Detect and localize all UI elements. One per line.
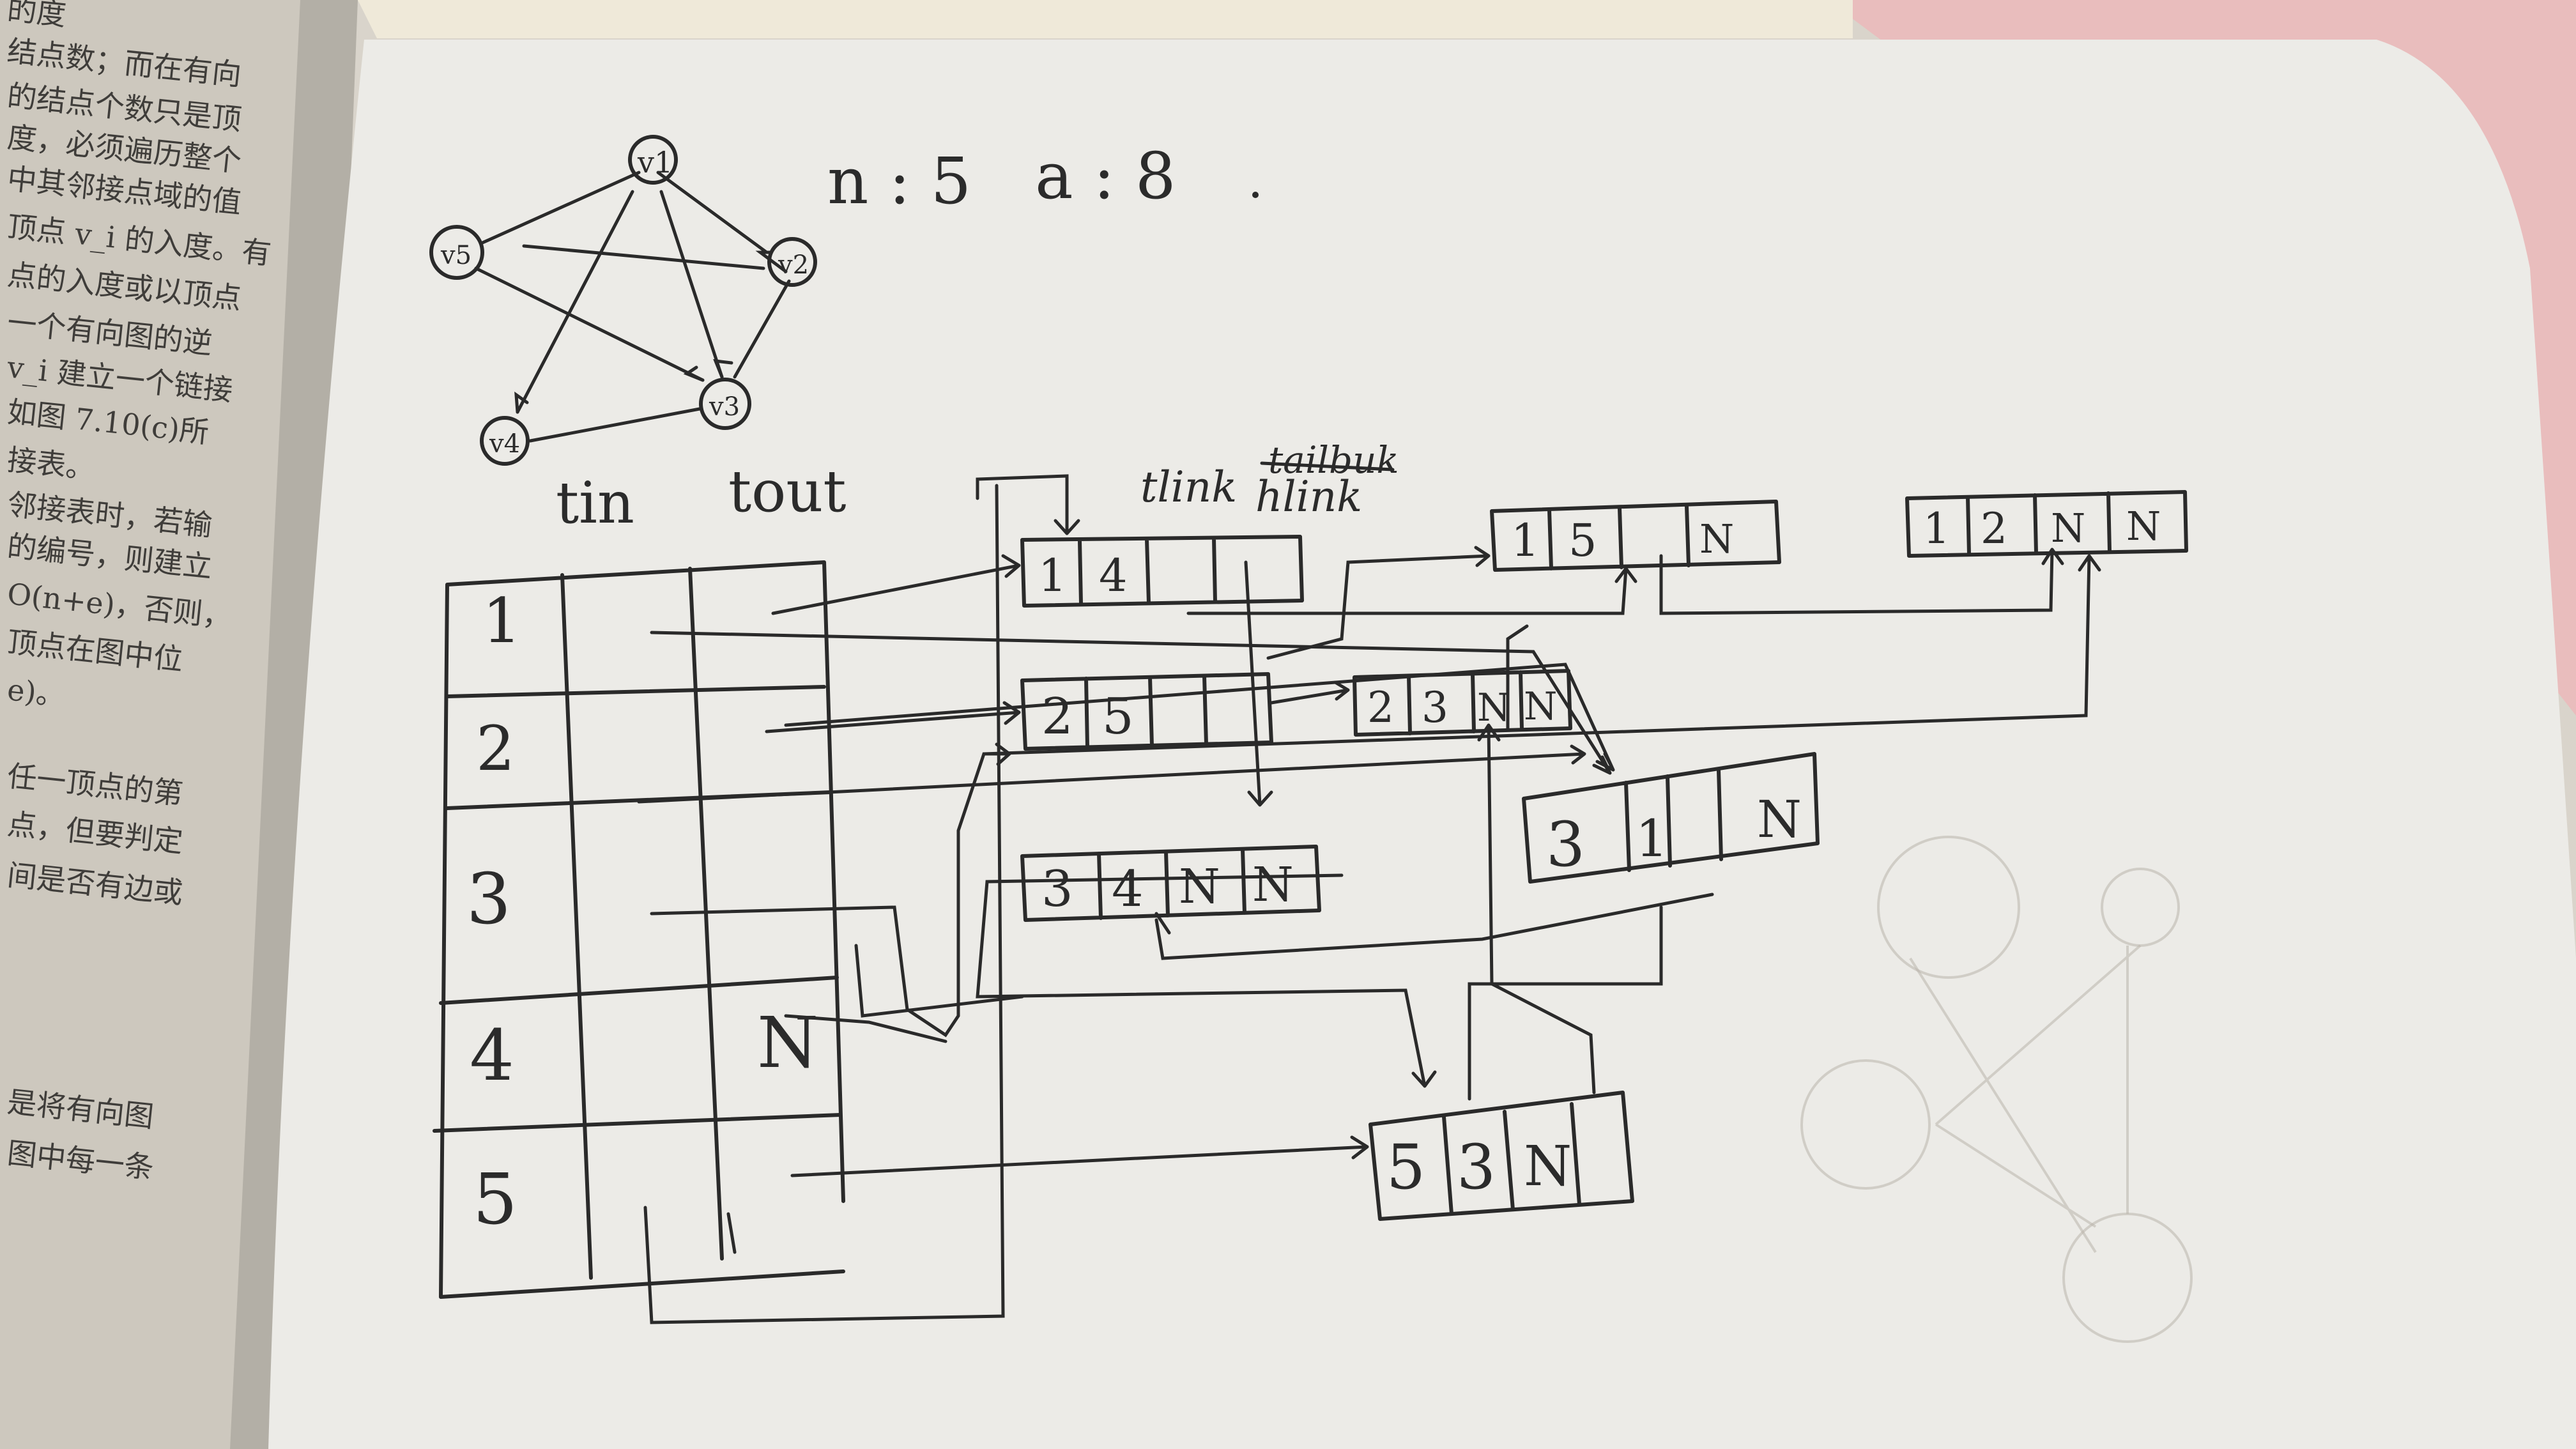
vertex-v1-label: v1	[637, 145, 673, 180]
directed-graph: v1 v2 v3 v4 v5	[429, 135, 817, 466]
back-notebook-strip	[358, 0, 1853, 38]
vertex-v3-label: v3	[709, 392, 740, 422]
strike-line	[1260, 461, 1395, 471]
arc-1-2-head: 2	[1981, 504, 2007, 553]
vertex-v4-label: v4	[489, 429, 520, 459]
vertex-v5: v5	[429, 225, 484, 280]
book-text-line: e)。	[6, 672, 67, 712]
arc-node-3-4: 3 4 N N	[1020, 845, 1321, 922]
arc-node-5-3: 5 3 N	[1368, 1091, 1634, 1221]
arc-1-5-head: 5	[1568, 514, 1597, 567]
arc-2-5-head: 5	[1102, 688, 1134, 746]
arc-1-5-tail: 1	[1511, 514, 1540, 567]
arc-2-3-head: 3	[1422, 683, 1448, 732]
book-text-line: 的度	[6, 0, 68, 33]
arc-1-4-head: 4	[1099, 549, 1128, 602]
tout-header: tout	[728, 458, 846, 525]
vertex-v5-label: v5	[440, 241, 471, 270]
row-4-tout-null: N	[757, 1002, 818, 1084]
vertex-v1: v1	[628, 135, 678, 185]
vertex-v2: v2	[767, 237, 817, 287]
row-index-2: 2	[476, 713, 515, 785]
arc-1-2-tail: 1	[1923, 504, 1950, 553]
arc-1-2-hlink-null: N	[2126, 503, 2161, 549]
arc-3-1-head: 1	[1636, 809, 1668, 868]
arc-3-4-head: 4	[1112, 861, 1144, 918]
arc-2-3-hlink-null: N	[1524, 684, 1558, 729]
vertex-v4: v4	[480, 416, 530, 466]
row-index-5: 5	[473, 1158, 518, 1240]
notebook-sheet	[268, 40, 2576, 1449]
row-index-4: 4	[470, 1015, 514, 1096]
arc-node-1-2: 1 2 N N	[1905, 490, 2188, 558]
arc-2-5-tail: 2	[1041, 688, 1073, 746]
arc-1-5-hlink-null: N	[1699, 516, 1734, 562]
arc-node-2-3: 2 3 N N	[1353, 669, 1572, 737]
arc-5-3-tail: 5	[1386, 1131, 1425, 1203]
vertex-v2-label: v2	[778, 250, 809, 280]
arc-3-1-hlink-null: N	[1757, 790, 1802, 849]
link-pointers	[637, 474, 2101, 1324]
arc-node-1-5: 1 5 N	[1490, 500, 1781, 572]
arc-2-3-tlink-null: N	[1477, 686, 1511, 730]
arc-3-4-hlink-null: N	[1252, 857, 1294, 912]
book-spine-shadow	[230, 0, 358, 1449]
edge-count-note: a : 8	[1035, 139, 1176, 213]
arc-3-1-tail: 3	[1546, 809, 1585, 880]
tlink-label: tlink	[1140, 463, 1237, 512]
arc-1-2-tlink-null: N	[2051, 505, 2085, 551]
row-index-3: 3	[466, 858, 511, 940]
hlink-label: hlink	[1255, 472, 1362, 521]
row-index-1: 1	[482, 585, 521, 657]
dot-mark	[1252, 192, 1259, 198]
arc-3-4-tlink-null: N	[1179, 859, 1220, 914]
vertex-v3: v3	[699, 378, 751, 430]
arc-1-4-tail: 1	[1038, 549, 1067, 602]
bleed-through-graph	[1800, 836, 2193, 1343]
arc-node-1-4: 1 4	[1020, 535, 1304, 608]
arc-node-3-1: 3 1 N	[1522, 752, 1820, 884]
arc-2-3-tail: 2	[1367, 683, 1394, 732]
arc-5-3-tlink-null: N	[1524, 1135, 1572, 1199]
graph-edges	[474, 171, 791, 443]
tin-header: tin	[556, 470, 634, 537]
arc-3-4-tail: 3	[1041, 861, 1073, 918]
struck-label: tailbuk	[1268, 438, 1399, 482]
vertex-table: tin tout 1 2 3 4 5 N	[433, 458, 846, 1299]
vertex-count-note: n : 5	[827, 144, 971, 218]
arc-5-3-head: 3	[1457, 1131, 1496, 1203]
